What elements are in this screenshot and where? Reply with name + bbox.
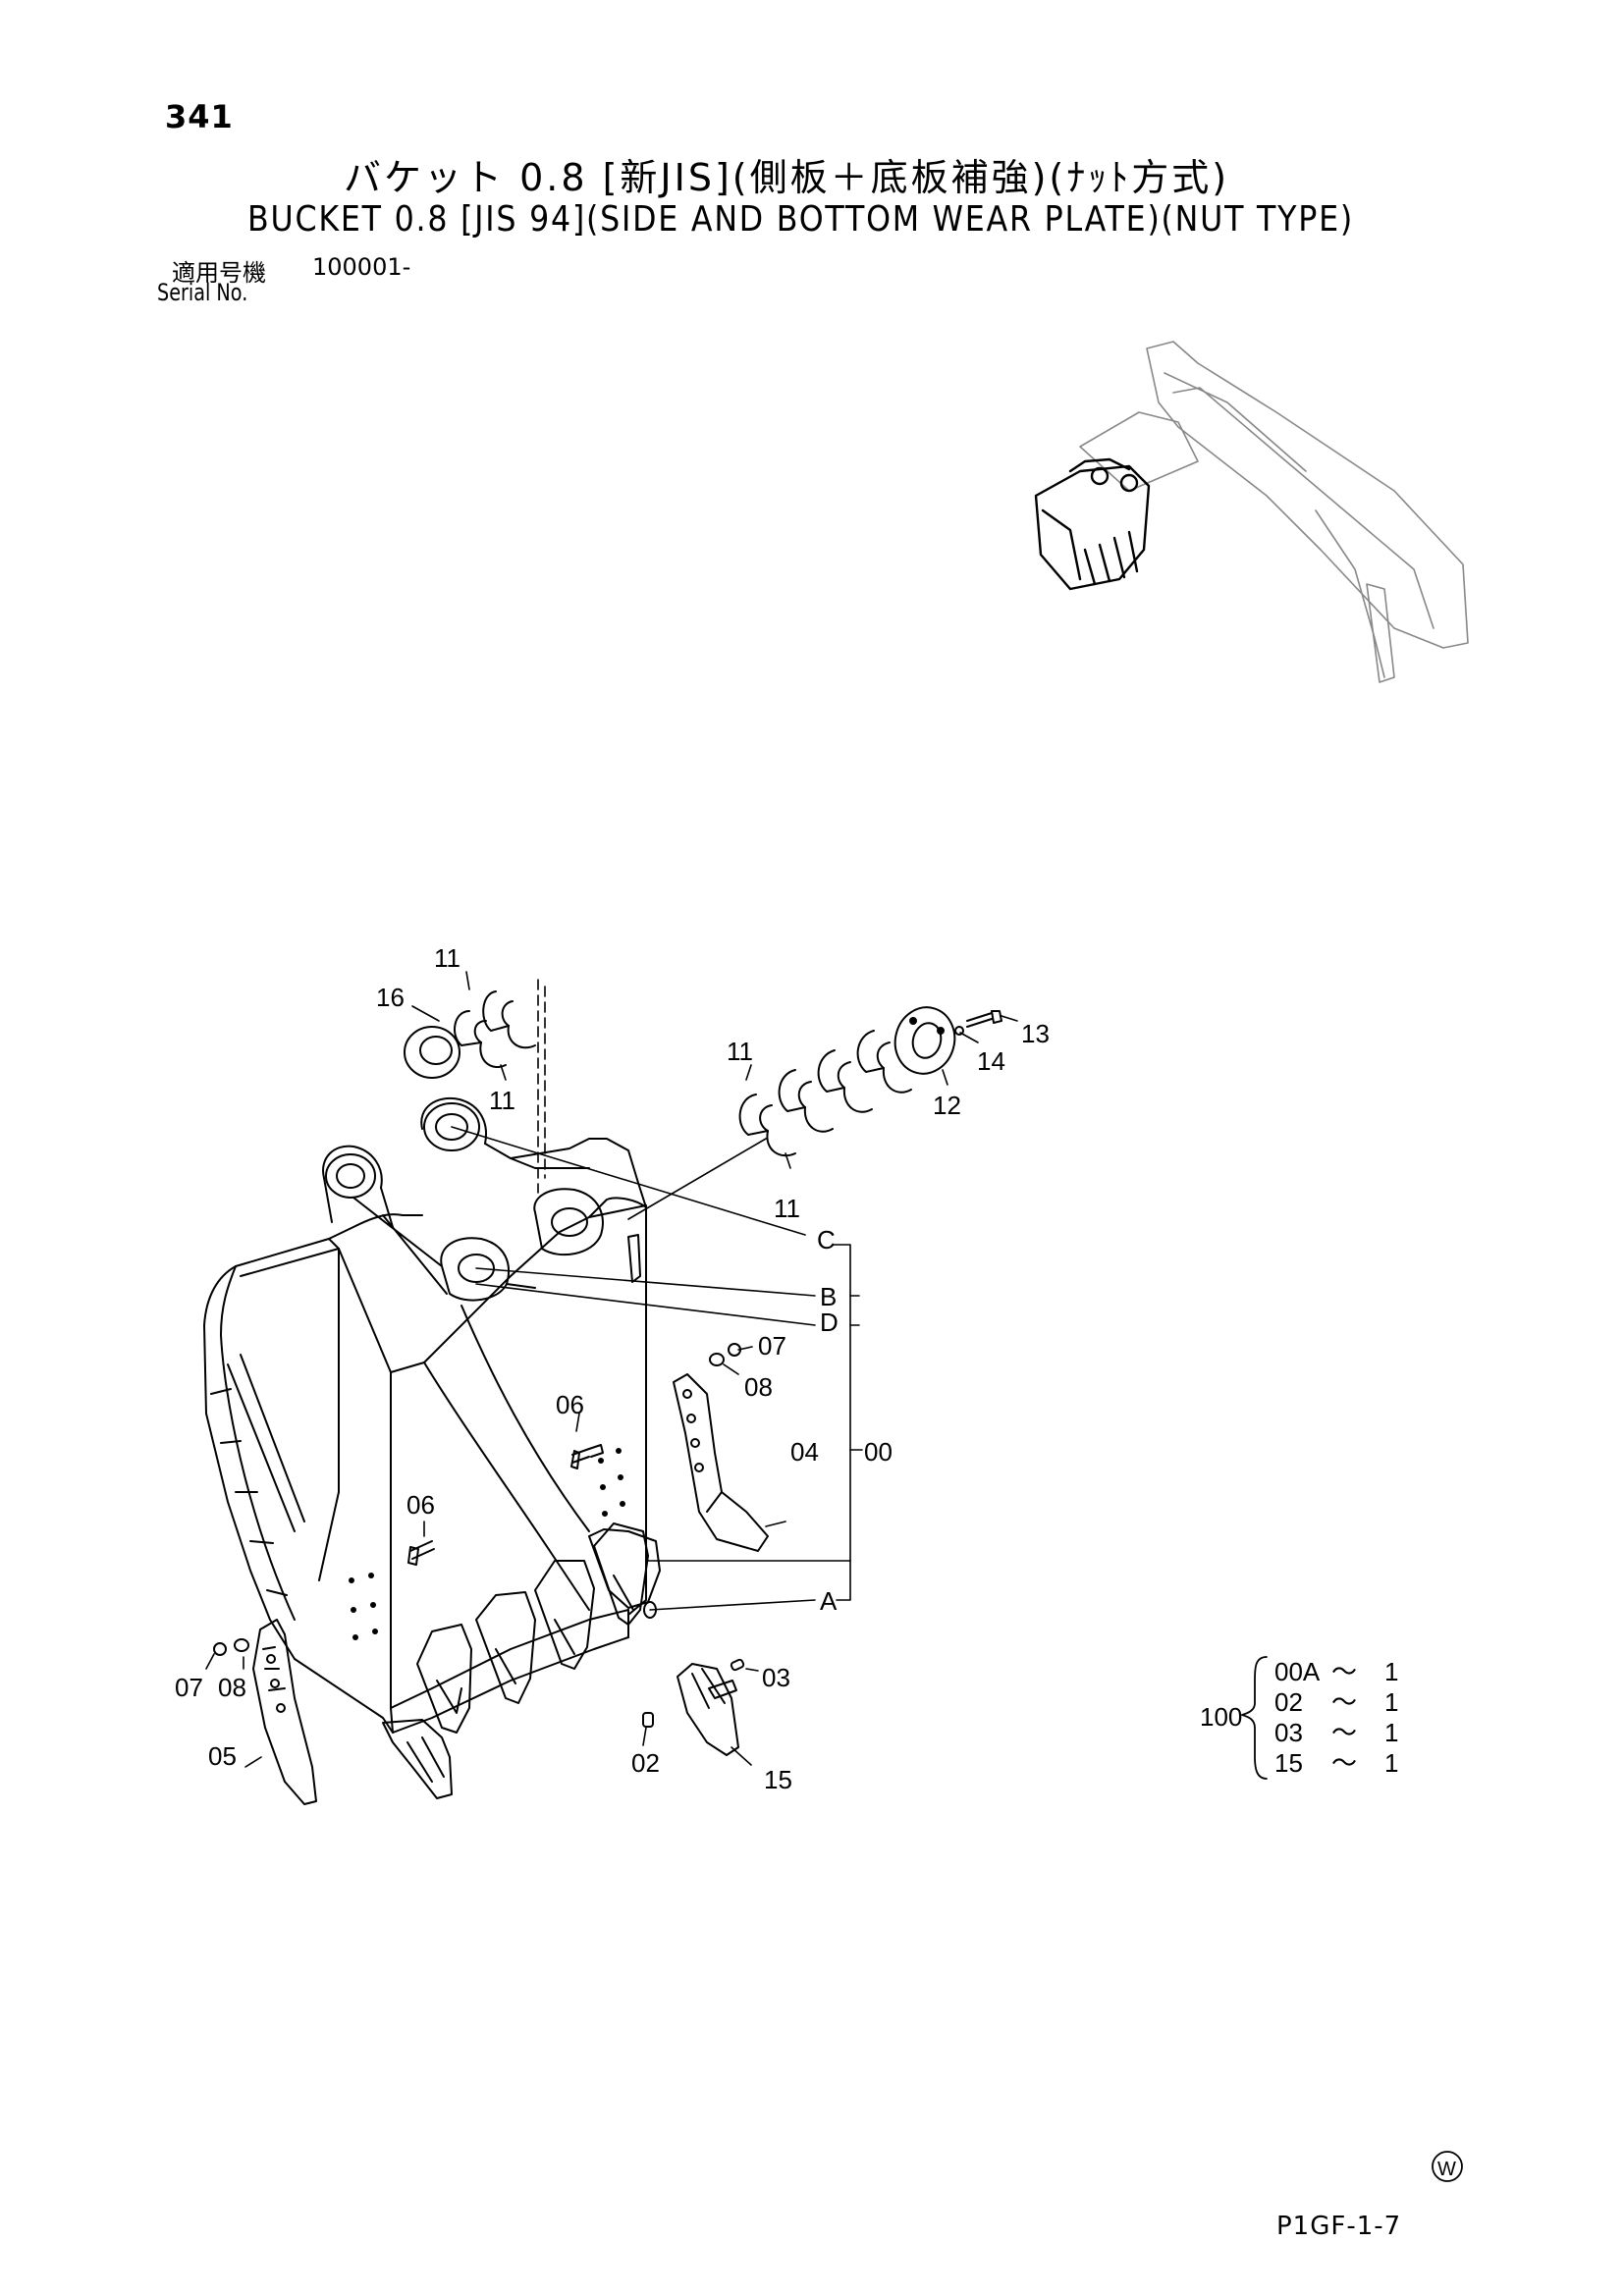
callout-06: 06 <box>406 1490 435 1520</box>
callout-07: 07 <box>758 1331 786 1361</box>
kit-row-part: 03 <box>1274 1718 1303 1747</box>
kit-row-qty: 1 <box>1384 1687 1398 1717</box>
callout-02: 02 <box>631 1748 660 1778</box>
w-mark-icon: W <box>1432 2151 1463 2182</box>
kit-row-qty: 1 <box>1384 1718 1398 1747</box>
fasteners <box>213 1010 1002 1656</box>
kit-row-sep: 〜 <box>1331 1687 1357 1717</box>
bucket-teeth <box>382 1522 661 1799</box>
callout-11: 11 <box>434 943 460 973</box>
drawing-code: P1GF-1-7 <box>1276 2212 1402 2241</box>
loose-tooth <box>642 1658 745 1756</box>
kit-row-sep: 〜 <box>1331 1748 1357 1778</box>
callout-d: D <box>820 1308 839 1337</box>
kit-row-sep: 〜 <box>1331 1718 1357 1747</box>
callout-11: 11 <box>774 1194 800 1223</box>
callout-03: 03 <box>762 1663 790 1692</box>
callout-labels: 11 16 11 11 11 12 13 14 C B D A 00 07 08… <box>175 943 1050 1794</box>
kit-row-part: 00A <box>1274 1657 1321 1686</box>
side-cutter-right <box>673 1373 769 1552</box>
kit-row-qty: 1 <box>1384 1748 1398 1778</box>
kit-row-sep: 〜 <box>1331 1657 1357 1686</box>
kit-row-part: 15 <box>1274 1748 1303 1778</box>
kit-row-qty: 1 <box>1384 1657 1398 1686</box>
page-number: 341 <box>165 98 234 135</box>
kit-row-part: 02 <box>1274 1687 1303 1717</box>
serial-label-english: Serial No. <box>157 279 248 306</box>
callout-b: B <box>820 1282 837 1311</box>
callout-16: 16 <box>376 983 405 1012</box>
callout-08: 08 <box>218 1673 246 1702</box>
shim-stack <box>404 990 956 1157</box>
kit-assembly-number: 100 <box>1200 1702 1242 1732</box>
excavator-thumbnail <box>1079 341 1469 683</box>
callout-11: 11 <box>489 1086 515 1115</box>
callout-06: 06 <box>556 1390 584 1419</box>
callout-04: 04 <box>790 1437 819 1467</box>
callout-a: A <box>820 1586 838 1616</box>
serial-label-japanese: 適用号機 <box>172 259 266 287</box>
title-english: BUCKET 0.8 [JIS 94](SIDE AND BOTTOM WEAR… <box>247 199 1355 240</box>
callout-00: 00 <box>864 1437 893 1467</box>
callout-07: 07 <box>175 1673 203 1702</box>
leader-lines <box>205 971 1018 1768</box>
side-cutter-left <box>252 1619 317 1805</box>
callout-08: 08 <box>744 1372 773 1402</box>
callout-11: 11 <box>727 1037 753 1066</box>
w-mark-letter: W <box>1437 2159 1456 2180</box>
kit-table: 100 00A 〜 1 02 〜 1 03 〜 1 15 〜 1 <box>1200 1656 1398 1780</box>
callout-05: 05 <box>208 1741 237 1771</box>
callout-15: 15 <box>764 1765 792 1794</box>
callout-14: 14 <box>977 1046 1005 1076</box>
bucket-thumbnail <box>1034 457 1151 591</box>
serial-value: 100001- <box>312 253 411 281</box>
callout-c: C <box>817 1225 836 1255</box>
title-japanese: バケット 0.8 [新JIS](側板＋底板補強)(ﾅｯﾄ方式) <box>344 156 1230 199</box>
callout-12: 12 <box>933 1091 961 1120</box>
callout-13: 13 <box>1021 1019 1050 1048</box>
